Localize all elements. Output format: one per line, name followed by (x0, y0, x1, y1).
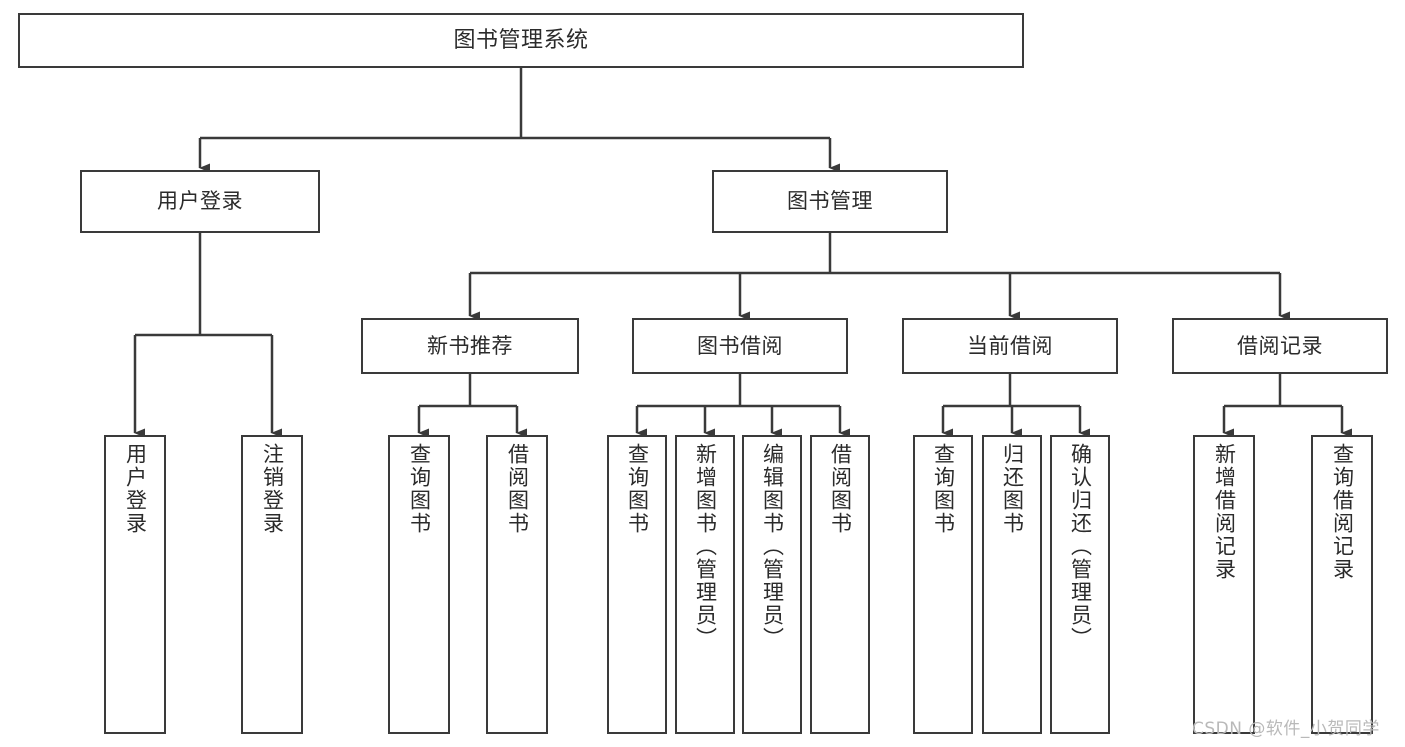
node-leaf-add-book[interactable]: 新增图书（管理员） (675, 435, 735, 734)
node-label-leaf-add-record: 新增借阅记录 (1212, 443, 1237, 581)
node-label-borrow-record: 借阅记录 (1237, 333, 1323, 358)
node-borrow-record[interactable]: 借阅记录 (1172, 318, 1388, 374)
node-leaf-query-book-borrow[interactable]: 查询图书 (607, 435, 667, 734)
node-leaf-user-login[interactable]: 用户登录 (104, 435, 166, 734)
node-label-book-borrow: 图书借阅 (697, 333, 783, 358)
node-leaf-edit-book[interactable]: 编辑图书（管理员） (742, 435, 802, 734)
node-leaf-query-book-rec[interactable]: 查询图书 (388, 435, 450, 734)
edge-group (133, 68, 1352, 438)
node-label-leaf-query-book-borrow: 查询图书 (625, 443, 650, 535)
node-label-root: 图书管理系统 (453, 27, 589, 53)
watermark-label: CSDN @软件_小贺同学 (1192, 719, 1380, 739)
node-label-new-book-rec: 新书推荐 (427, 333, 513, 358)
node-leaf-confirm-return[interactable]: 确认归还（管理员） (1050, 435, 1110, 734)
node-label-current-borrow: 当前借阅 (967, 333, 1053, 358)
node-label-leaf-query-book-rec: 查询图书 (407, 443, 432, 535)
node-label-leaf-borrow-book-rec: 借阅图书 (505, 443, 530, 535)
node-label-leaf-user-login: 用户登录 (123, 443, 148, 535)
node-leaf-query-record[interactable]: 查询借阅记录 (1311, 435, 1373, 734)
node-leaf-add-record[interactable]: 新增借阅记录 (1193, 435, 1255, 734)
node-leaf-borrow-book[interactable]: 借阅图书 (810, 435, 870, 734)
node-label-user-login: 用户登录 (157, 189, 243, 214)
node-current-borrow[interactable]: 当前借阅 (902, 318, 1118, 374)
node-label-book-manage: 图书管理 (787, 189, 873, 214)
node-user-login[interactable]: 用户登录 (80, 170, 320, 233)
node-leaf-query-book-cur[interactable]: 查询图书 (913, 435, 973, 734)
node-label-leaf-logout: 注销登录 (260, 443, 285, 535)
node-label-leaf-query-record: 查询借阅记录 (1330, 443, 1355, 581)
node-leaf-logout[interactable]: 注销登录 (241, 435, 303, 734)
node-new-book-rec[interactable]: 新书推荐 (361, 318, 579, 374)
node-book-borrow[interactable]: 图书借阅 (632, 318, 848, 374)
node-label-leaf-add-book: 新增图书（管理员） (693, 443, 718, 650)
node-leaf-return-book[interactable]: 归还图书 (982, 435, 1042, 734)
node-label-leaf-confirm-return: 确认归还（管理员） (1068, 443, 1093, 650)
node-book-manage[interactable]: 图书管理 (712, 170, 948, 233)
node-label-leaf-edit-book: 编辑图书（管理员） (760, 443, 785, 650)
node-label-leaf-borrow-book: 借阅图书 (828, 443, 853, 535)
node-label-leaf-query-book-cur: 查询图书 (931, 443, 956, 535)
node-root[interactable]: 图书管理系统 (18, 13, 1024, 68)
node-label-leaf-return-book: 归还图书 (1000, 443, 1025, 535)
node-leaf-borrow-book-rec[interactable]: 借阅图书 (486, 435, 548, 734)
